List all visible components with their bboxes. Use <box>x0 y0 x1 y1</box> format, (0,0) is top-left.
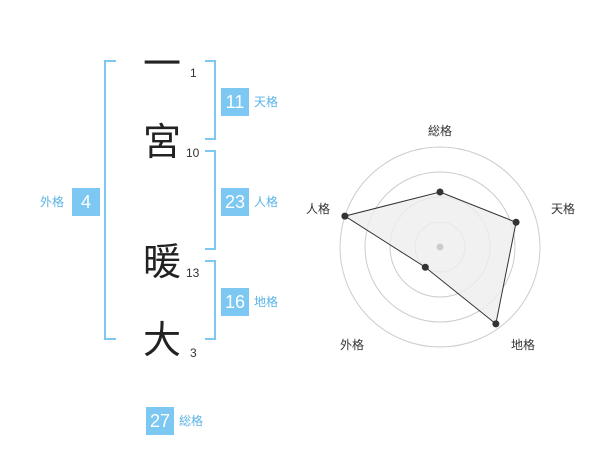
radar-center-dot <box>436 243 444 251</box>
radar-label-total: 総格 <box>428 124 453 138</box>
radar-grid-ring <box>339 146 541 348</box>
soukaku-value: 27 <box>146 407 174 435</box>
radar-point-total <box>436 188 444 196</box>
radar-point-person <box>341 212 349 220</box>
tenkaku-bracket <box>205 60 216 140</box>
radar-label-earth: 地格 <box>511 338 536 352</box>
name-char-2: 宮 <box>142 120 181 164</box>
stroke-count-3: 13 <box>186 266 200 280</box>
radar-score-polygon <box>343 191 517 325</box>
radar-label-person: 人格 <box>306 202 331 216</box>
radar-label-heaven: 天格 <box>551 202 576 216</box>
radar-point-outer <box>421 263 429 271</box>
radar-point-earth <box>492 320 500 328</box>
radar-label-outer: 外格 <box>340 338 365 352</box>
radar-grid-ring <box>364 171 516 323</box>
soukaku-label: 総格 <box>179 414 204 428</box>
stroke-count-1: 1 <box>190 66 197 80</box>
chikaku-label: 地格 <box>254 295 279 309</box>
name-char-4: 大 <box>142 318 181 362</box>
stroke-count-2: 10 <box>186 146 200 160</box>
chikaku-bracket <box>205 260 216 340</box>
tenkaku-value: 11 <box>221 88 249 116</box>
chikaku-value: 16 <box>221 288 249 316</box>
radar-point-heaven <box>512 218 520 226</box>
name-char-1: 一 <box>142 42 181 86</box>
gaikaku-label: 外格 <box>40 195 65 209</box>
name-char-3: 暖 <box>142 240 181 284</box>
jinkaku-label: 人格 <box>254 195 279 209</box>
jinkaku-value: 23 <box>221 188 249 216</box>
jinkaku-bracket <box>205 150 216 250</box>
gaikaku-value: 4 <box>72 188 100 216</box>
gaikaku-bracket <box>104 60 116 340</box>
stroke-count-4: 3 <box>190 346 197 360</box>
tenkaku-label: 天格 <box>254 95 279 109</box>
